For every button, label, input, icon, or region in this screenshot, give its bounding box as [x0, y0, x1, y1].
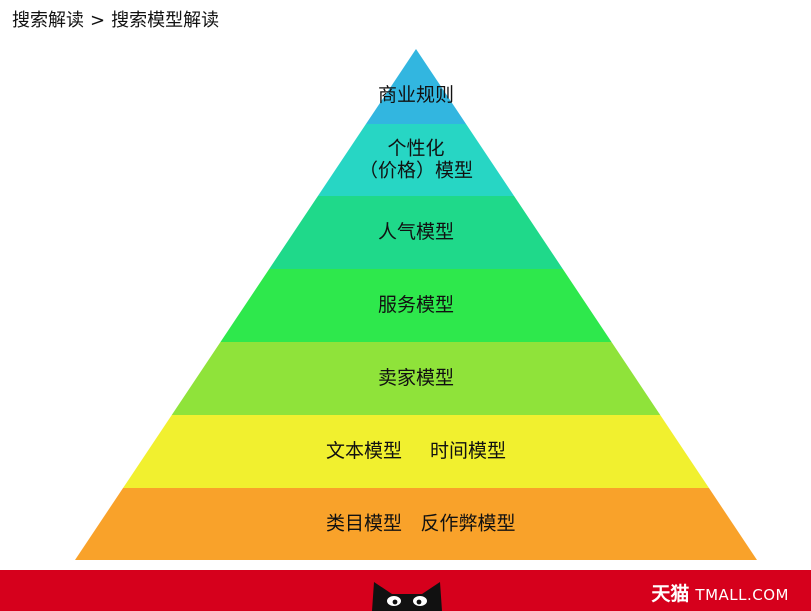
- tmall-brand: 天猫 TMALL.COM: [651, 579, 789, 606]
- pyramid-layer-label: 卖家模型: [378, 367, 454, 389]
- brand-en: TMALL.COM: [695, 586, 789, 604]
- slide-area: 商业规则个性化（价格）模型人气模型服务模型卖家模型文本模型时间模型类目模型反作弊…: [0, 38, 811, 570]
- brand-cn: 天猫: [651, 583, 690, 605]
- pyramid-layer: 文本模型 时间模型: [123, 415, 709, 488]
- pyramid-layer-label: 服务模型: [378, 294, 454, 316]
- breadcrumb: 搜索解读 >搜索模型解读: [12, 6, 219, 32]
- pyramid-layer: 商业规则: [365, 49, 467, 124]
- pyramid-layer: 类目模型反作弊模型: [75, 488, 757, 560]
- pyramid-layer-shape: [220, 269, 612, 342]
- breadcrumb-separator: >: [90, 10, 106, 31]
- pyramid-layer-shape: [365, 49, 467, 124]
- pyramid-layer-label: 人气模型: [378, 221, 454, 243]
- pyramid-layer: 个性化（价格）模型: [317, 124, 515, 196]
- pyramid-layer-shape: [75, 488, 757, 560]
- pyramid-layer-label: 反作弊模型: [420, 513, 515, 535]
- breadcrumb-section[interactable]: 搜索解读: [12, 10, 84, 31]
- pyramid-diagram: 商业规则个性化（价格）模型人气模型服务模型卖家模型文本模型时间模型类目模型反作弊…: [75, 49, 757, 560]
- pyramid-layer-shape: [269, 196, 563, 269]
- pyramid-layer-shape: [317, 124, 515, 196]
- footer-bar: 天猫 TMALL.COM: [0, 570, 811, 611]
- pyramid-layer-label: 商业规则: [378, 84, 454, 106]
- title-bar: 搜索解读 >搜索模型解读: [0, 0, 811, 38]
- pyramid-layer-shape: [171, 342, 661, 415]
- breadcrumb-current: 搜索模型解读: [111, 10, 220, 31]
- pyramid-layer: 服务模型: [220, 269, 612, 342]
- pyramid-layer-label: 时间模型: [430, 440, 506, 462]
- pyramid-layer-label: 类目模型: [326, 513, 402, 535]
- pyramid-layer: 人气模型: [269, 196, 563, 269]
- pyramid-layer-label: 文本模型: [326, 440, 402, 462]
- pyramid-layer-label: （价格）模型: [359, 160, 473, 182]
- tmall-cat-icon: [372, 582, 442, 611]
- pyramid-layer-label: 个性化: [387, 138, 444, 160]
- pyramid-layer-shape: [123, 415, 709, 488]
- pyramid-layer: 卖家模型: [171, 342, 661, 415]
